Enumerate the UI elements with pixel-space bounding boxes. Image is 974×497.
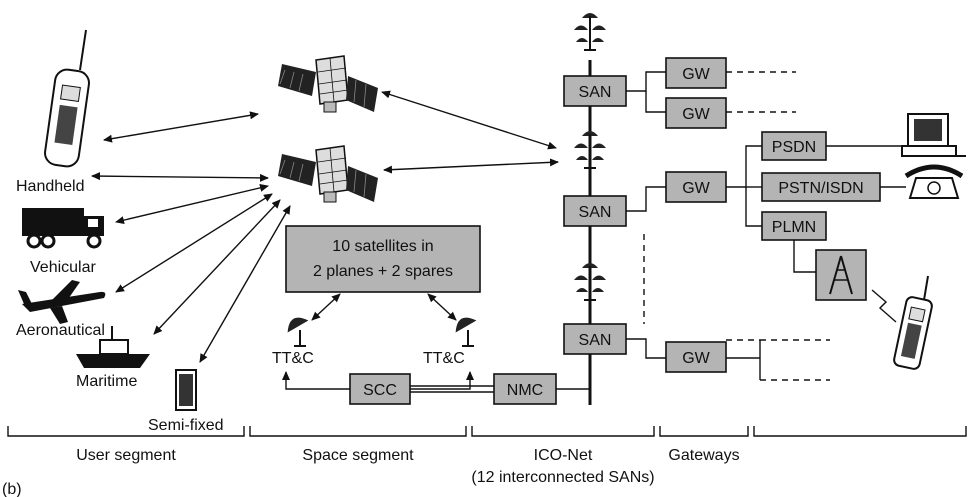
telephone-icon	[904, 164, 964, 199]
gateway-box-4	[665, 341, 727, 373]
scc-label: SCC	[363, 382, 397, 399]
satellite-upper-icon	[277, 55, 379, 113]
scc-box	[349, 373, 411, 405]
gateway-label-1: GW	[682, 66, 710, 83]
san-label-1: SAN	[579, 84, 612, 101]
gateway-box-1	[665, 57, 727, 89]
plmn-label: PLMN	[772, 219, 816, 236]
ttc-left-label: TT&C	[272, 350, 314, 367]
handheld-phone-icon	[44, 29, 90, 168]
nmc-box	[493, 373, 557, 405]
gateway-label-2: GW	[682, 106, 710, 123]
constellation-box	[285, 225, 481, 293]
psdn-box	[761, 131, 827, 161]
gateway-label-3: GW	[682, 180, 710, 197]
pstn-isdn-label: PSTN/ISDN	[778, 180, 863, 197]
aeronautical-label: Aeronautical	[16, 322, 105, 339]
ttc-right-label: TT&C	[423, 350, 465, 367]
satellite-lower-icon	[277, 145, 379, 203]
vehicular-label: Vehicular	[30, 259, 96, 276]
handheld-label: Handheld	[16, 178, 85, 195]
pstn-isdn-box	[761, 172, 881, 202]
san-box-1	[563, 75, 627, 107]
airplane-icon	[18, 280, 106, 324]
san-antenna-middle-icon	[573, 130, 607, 169]
san-antenna-top-icon	[573, 12, 607, 51]
cell-tower-icon	[829, 255, 853, 295]
ship-icon	[76, 326, 150, 368]
panel-tag: (b)	[2, 481, 22, 497]
mobile-phone-icon	[893, 275, 933, 370]
ico-net-sub-label: (12 interconnected SANs)	[471, 469, 654, 486]
segment-brackets	[7, 426, 967, 437]
computer-icon	[901, 113, 966, 157]
user-segment-label: User segment	[76, 447, 176, 464]
truck-icon	[22, 208, 104, 249]
ico-net-label: ICO-Net	[534, 447, 593, 464]
constellation-line1: 10 satellites in	[332, 238, 433, 255]
gateway-box-2	[665, 97, 727, 129]
nmc-label: NMC	[507, 382, 543, 399]
semifixed-label: Semi-fixed	[148, 417, 224, 434]
space-segment-label: Space segment	[302, 447, 414, 464]
san-label-3: SAN	[579, 332, 612, 349]
ttc-left-antenna-icon	[282, 311, 310, 347]
constellation-line2: 2 planes + 2 spares	[313, 263, 453, 280]
san-label-2: SAN	[579, 204, 612, 221]
ttc-right-antenna-icon	[450, 311, 478, 347]
radio-link	[871, 289, 897, 323]
maritime-label: Maritime	[76, 373, 137, 390]
psdn-label: PSDN	[772, 139, 816, 156]
semifixed-terminal-icon	[175, 369, 197, 411]
san-antenna-bottom-icon	[573, 262, 607, 301]
gateway-label-4: GW	[682, 350, 710, 367]
gateways-label: Gateways	[668, 447, 739, 464]
